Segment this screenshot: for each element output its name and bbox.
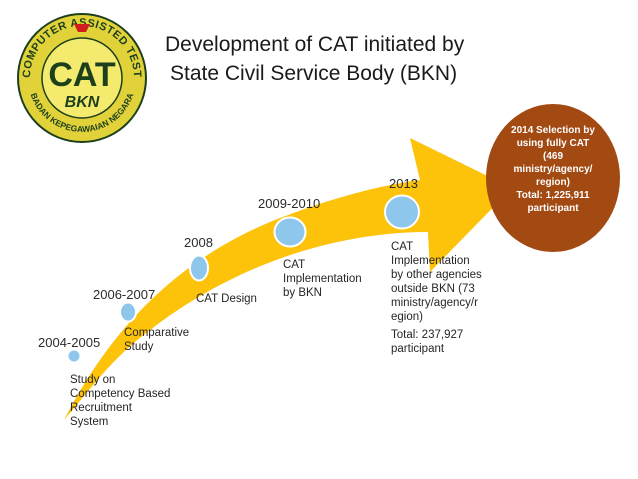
result-line: 2014 Selection by [511, 125, 595, 136]
desc-line: Recruitment [70, 402, 132, 414]
result-line: using fully CAT [516, 138, 590, 149]
year-2013: 2013 [389, 176, 418, 191]
desc-line: Competency Based [70, 388, 171, 400]
result-2014-text: 2014 Selection by using fully CAT (469 m… [484, 124, 622, 215]
desc-line: System [70, 416, 109, 428]
title-line-1: Development of CAT initiated by [165, 33, 465, 56]
desc-line: Study [124, 341, 154, 353]
desc-line: Study on [70, 374, 116, 386]
desc-2009-2010: CAT Implementation by BKN [283, 258, 362, 300]
desc-line: by BKN [283, 287, 322, 299]
result-line: (469 [542, 151, 563, 162]
desc-2013: CAT Implementation by other agencies out… [391, 240, 509, 356]
desc-2004-2005: Study on Competency Based Recruitment Sy… [70, 373, 170, 429]
year-2009-2010: 2009-2010 [258, 196, 321, 211]
desc-line: Implementation [283, 273, 362, 285]
desc-line: outside BKN (73 [391, 283, 475, 295]
node-2013 [384, 194, 420, 230]
desc-2008: CAT Design [196, 292, 257, 306]
desc-line: Total: 237,927 [391, 329, 464, 341]
logo-flag-accent [74, 24, 90, 32]
logo-bkn-text: BKN [65, 94, 100, 111]
node-2008 [189, 254, 209, 282]
desc-line: CAT [283, 259, 306, 271]
desc-line: by other agencies [391, 269, 482, 281]
node-2009-2010 [273, 216, 307, 248]
cat-bkn-logo: COMPUTER ASSISTED TEST BADAN KEPEGAWAIAN… [14, 12, 150, 144]
desc-line: egion) [391, 311, 423, 323]
desc-2006-2007: Comparative Study [124, 326, 189, 354]
year-2004-2005: 2004-2005 [38, 335, 101, 350]
desc-line: ministry/agency/r [391, 297, 478, 309]
result-line: participant [527, 203, 579, 214]
year-2006-2007: 2006-2007 [93, 287, 156, 302]
result-2014-circle [486, 104, 620, 252]
desc-line: Comparative [124, 327, 190, 339]
desc-line: CAT Design [196, 293, 257, 305]
node-2006-2007 [119, 301, 137, 323]
result-line: Total: 1,225,911 [516, 190, 590, 201]
result-line: region) [536, 177, 570, 188]
title-line-2: State Civil Service Body (BKN) [170, 62, 458, 85]
desc-line: Implementation [391, 255, 470, 267]
logo-cat-text: CAT [48, 56, 116, 94]
node-2004-2005 [66, 348, 82, 364]
year-2008: 2008 [184, 235, 213, 250]
desc-line: participant [391, 343, 445, 355]
result-line: ministry/agency/ [513, 164, 593, 175]
desc-line: CAT [391, 241, 414, 253]
